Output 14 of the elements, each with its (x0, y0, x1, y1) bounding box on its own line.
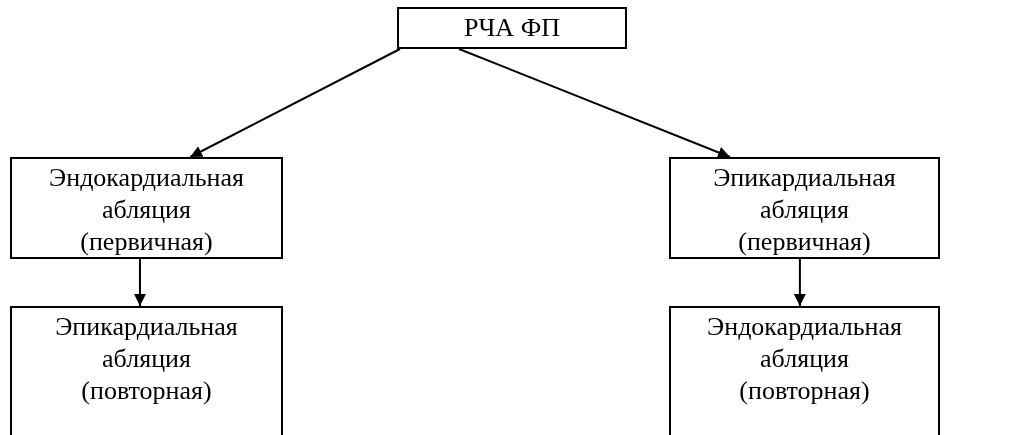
box-label: Эндокардиальная абляция (повторная) (706, 311, 903, 407)
arrow (133, 258, 146, 307)
process-box (10, 157, 283, 259)
arrow (458, 48, 731, 159)
box-label: Эпикардиальная абляция (повторная) (54, 311, 239, 407)
process-box (669, 306, 940, 435)
process-box (669, 157, 940, 259)
process-box (397, 7, 627, 49)
box-label: Эпикардиальная абляция (первичная) (712, 162, 897, 258)
arrow (189, 48, 401, 158)
arrow (793, 258, 806, 307)
process-box (10, 306, 283, 435)
box-label: РЧА ФП (464, 12, 560, 44)
box-label: Эндокардиальная абляция (первичная) (48, 162, 245, 258)
